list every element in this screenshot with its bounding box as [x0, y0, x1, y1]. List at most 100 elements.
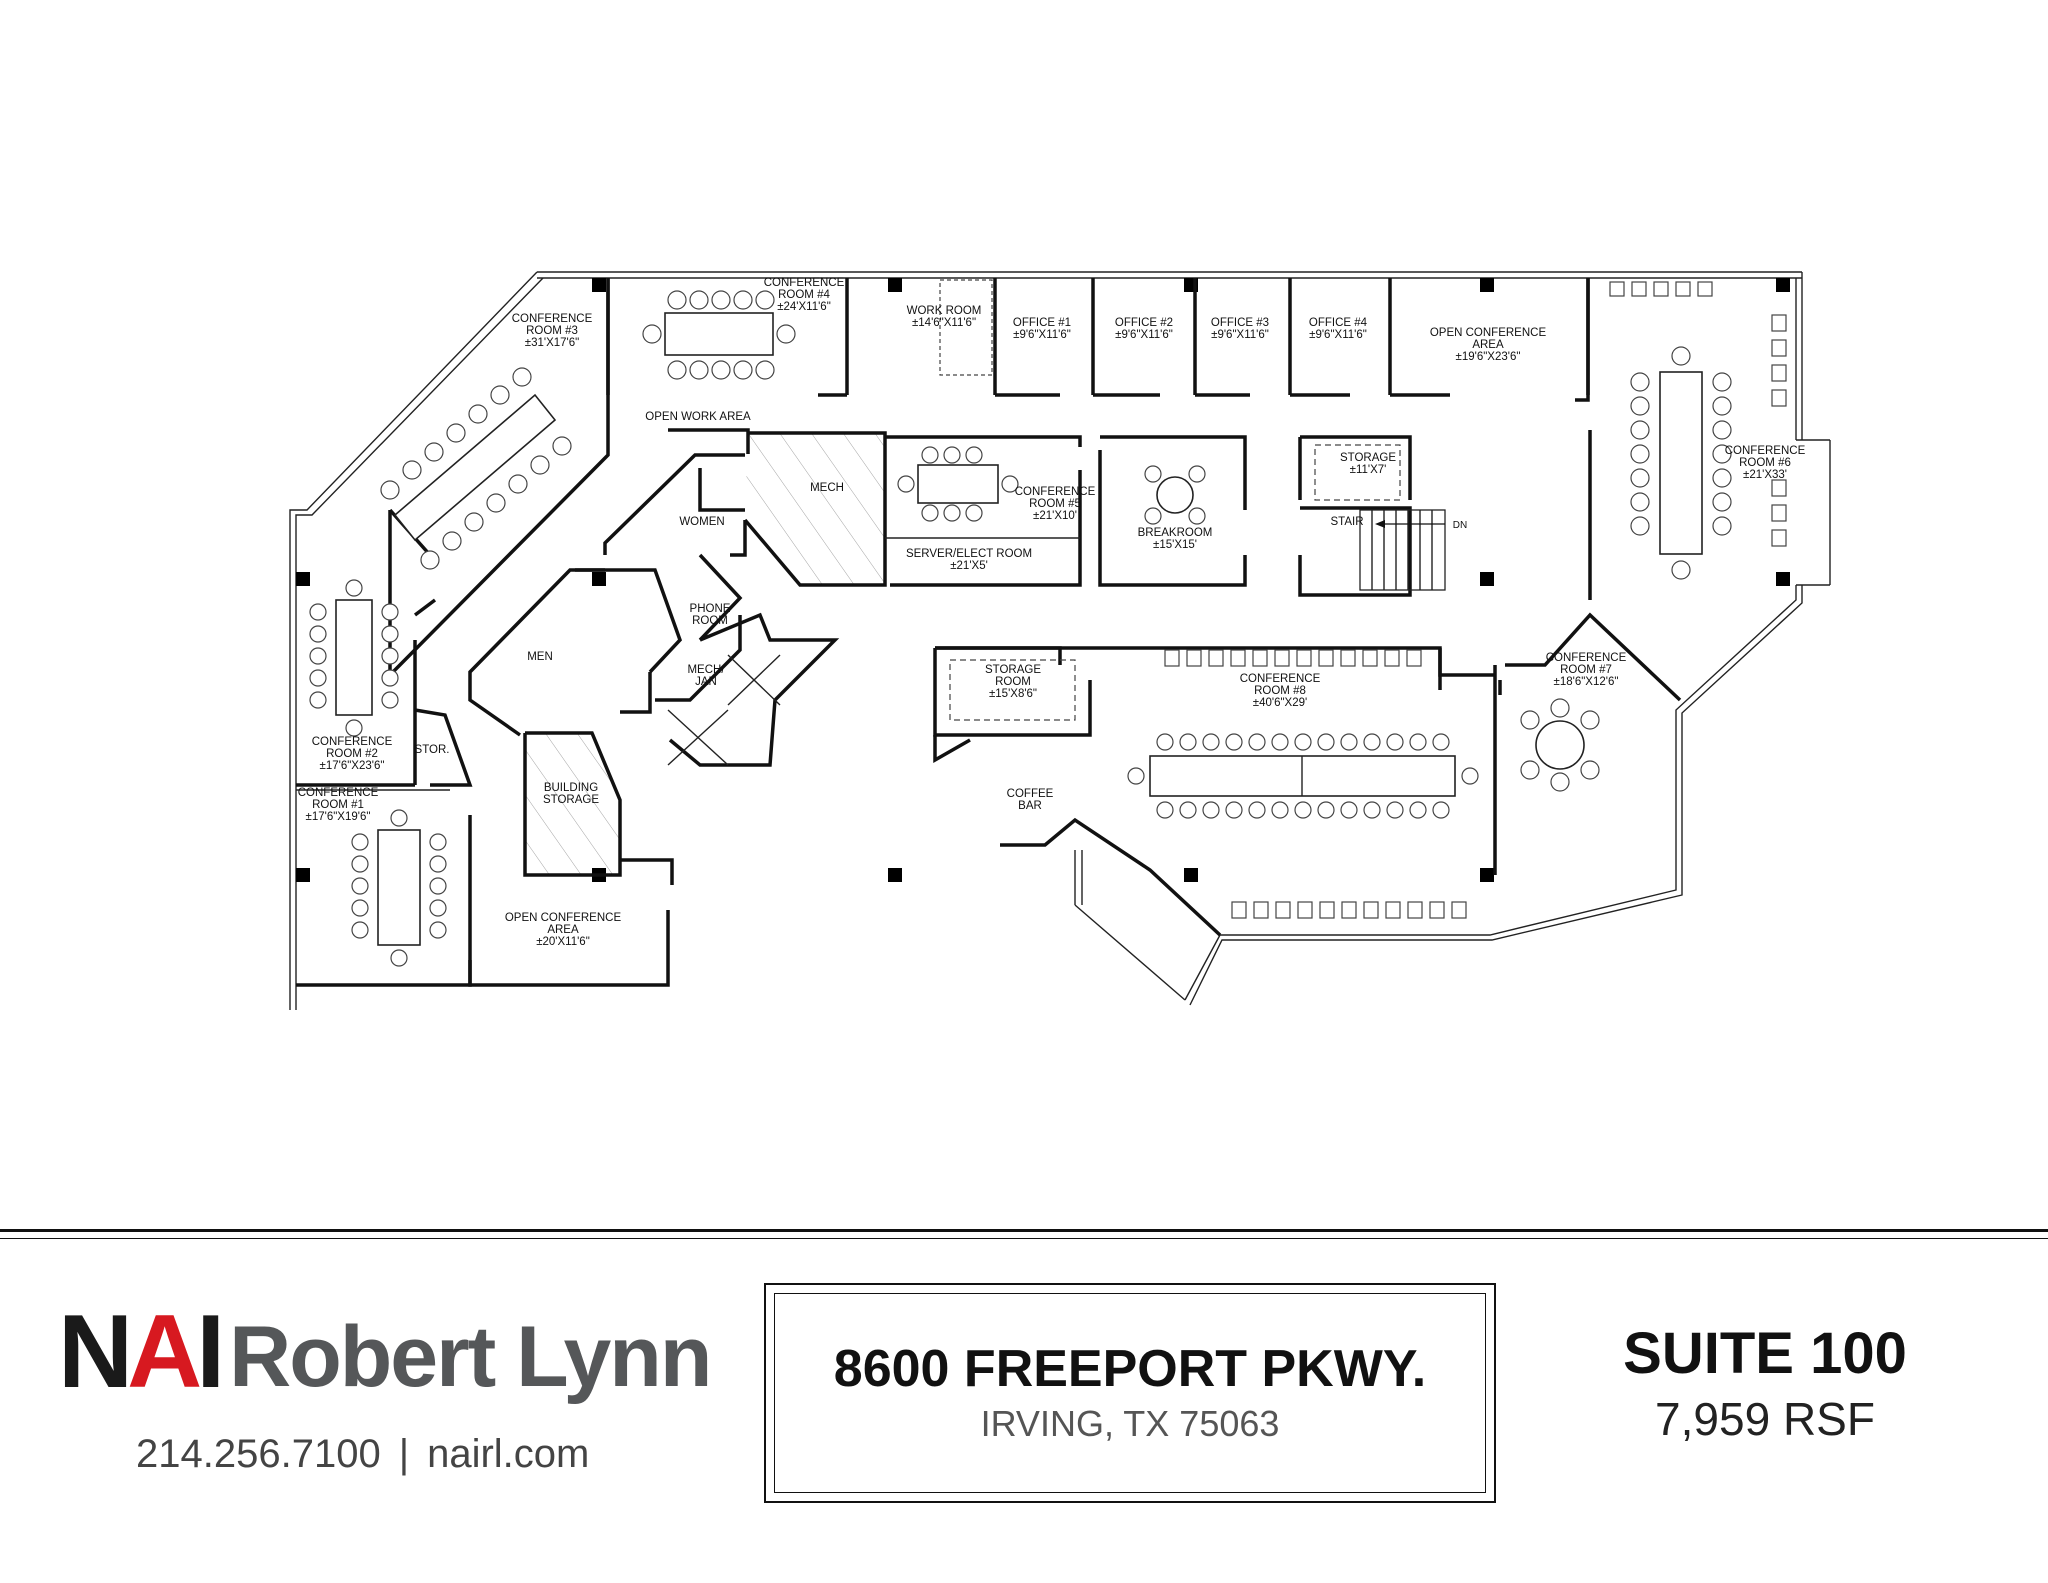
room-label-break: BREAKROOM±15'X15': [1138, 527, 1213, 551]
room-label-line: CONFERENCE: [764, 277, 845, 289]
room-label-line: ROOM #5: [1029, 498, 1081, 510]
room-label-line: ROOM #2: [326, 748, 378, 760]
room-label-off1: OFFICE #1±9'6"X11'6": [1013, 317, 1071, 341]
address-street: 8600 FREEPORT PKWY.: [833, 1340, 1427, 1398]
room-label-line: ±17'6"X19'6": [306, 811, 371, 823]
room-label-line: OFFICE #4: [1309, 317, 1368, 329]
room-label-line: PHONE: [690, 603, 731, 615]
room-label-line: OPEN WORK AREA: [645, 411, 751, 423]
room-label-off4: OFFICE #4±9'6"X11'6": [1309, 317, 1368, 341]
interior-walls: [296, 278, 1682, 1001]
room-label-line: CONFERENCE: [1240, 673, 1321, 685]
room-label-line: ROOM #8: [1254, 685, 1306, 697]
room-label-openwork: OPEN WORK AREA: [645, 411, 751, 423]
contact-info: 214.256.7100 | nairl.com: [136, 1432, 589, 1477]
address-box-inner-border: [774, 1293, 1486, 1493]
room-label-line: CONFERENCE: [312, 736, 393, 748]
room-label-line: JAN: [695, 676, 717, 688]
room-label-line: STAIR: [1330, 516, 1363, 528]
room-label-line: OFFICE #2: [1115, 317, 1173, 329]
room-label-line: WORK ROOM: [907, 305, 982, 317]
room-label-line: BREAKROOM: [1138, 527, 1213, 539]
room-label-line: ±11'X7': [1350, 464, 1387, 476]
room-label-line: ±15'X15': [1153, 539, 1197, 551]
exterior-walls: [289, 271, 1831, 1010]
room-label-line: ±9'6"X11'6": [1115, 329, 1173, 341]
footer-rule-thick: [0, 1229, 2048, 1232]
stair: [1359, 509, 1446, 591]
room-label-line: ±40'6"X29': [1253, 697, 1307, 709]
rentable-square-feet: 7,959 RSF: [1655, 1393, 1875, 1445]
room-label-line: ROOM #1: [312, 799, 364, 811]
room-label-line: ROOM: [692, 615, 728, 627]
room-label-line: ±21'X10': [1033, 510, 1077, 522]
room-label-line: ROOM #6: [1739, 457, 1791, 469]
address-city: IRVING, TX 75063: [980, 1403, 1280, 1444]
room-label-line: ±9'6"X11'6": [1013, 329, 1071, 341]
room-label-line: ROOM #4: [778, 289, 830, 301]
contact-separator: |: [398, 1432, 410, 1476]
room-label-server: SERVER/ELECT ROOM±21'X5': [906, 548, 1032, 572]
logo-company-name: Robert Lynn: [229, 1309, 712, 1405]
room-label-line: ±20'X11'6": [536, 936, 590, 948]
room-label-line: AREA: [1472, 339, 1504, 351]
room-label-line: ±14'6"X11'6": [912, 317, 976, 329]
room-label-stor1: STORAGE±11'X7': [1340, 452, 1396, 476]
website-link[interactable]: nairl.com: [427, 1432, 590, 1476]
room-label-line: ±17'6"X23'6": [320, 760, 385, 772]
structural-columns: [296, 278, 1790, 882]
room-label-line: SERVER/ELECT ROOM: [906, 548, 1032, 560]
room-label-line: OFFICE #1: [1013, 317, 1071, 329]
room-label-line: ±24'X11'6": [777, 301, 831, 313]
room-label-line: CONFERENCE: [1725, 445, 1806, 457]
logo-letter-a: A: [127, 1294, 202, 1410]
room-label-work: WORK ROOM±14'6"X11'6": [907, 305, 982, 329]
logo-letter-n: N: [58, 1294, 133, 1410]
nai-logo-mark: NAI: [58, 1300, 225, 1404]
room-label-line: COFFEE: [1007, 788, 1054, 800]
room-label-line: ±9'6"X11'6": [1309, 329, 1367, 341]
room-label-line: ±19'6"X23'6": [1456, 351, 1521, 363]
room-label-line: STORAGE: [1340, 452, 1396, 464]
suite-number: SUITE 100: [1623, 1321, 1907, 1386]
room-label-line: STORAGE: [543, 794, 599, 806]
room-label-line: ±31'X17'6": [525, 337, 579, 349]
dashed-boundaries: [939, 279, 1401, 721]
room-label-off3: OFFICE #3±9'6"X11'6": [1211, 317, 1269, 341]
room-label-line: STOR.: [415, 744, 450, 756]
room-label-line: ROOM #3: [526, 325, 578, 337]
room-label-line: CONFERENCE: [1015, 486, 1096, 498]
room-label-line: STORAGE: [985, 664, 1041, 676]
room-label-line: ±9'6"X11'6": [1211, 329, 1269, 341]
furniture: [309, 281, 1787, 967]
room-label-line: ROOM: [995, 676, 1031, 688]
hatched-areas: [525, 433, 885, 875]
phone-number: 214.256.7100: [136, 1432, 381, 1476]
room-label-line: CONFERENCE: [298, 787, 379, 799]
room-label-line: ±21'X5': [950, 560, 988, 572]
address-box: 8600 FREEPORT PKWY. IRVING, TX 75063: [764, 1283, 1496, 1503]
room-label-stair: STAIR: [1330, 516, 1363, 528]
room-label-line: AREA: [547, 924, 579, 936]
room-label-line: ROOM #7: [1560, 664, 1612, 676]
room-label-mech: MECH: [810, 482, 844, 494]
room-label-stor: STOR.: [415, 744, 450, 756]
room-label-line: OPEN CONFERENCE: [505, 912, 622, 924]
logo-letter-i: I: [196, 1294, 225, 1410]
room-label-line: MECH: [810, 482, 844, 494]
room-label-line: BUILDING: [544, 782, 598, 794]
